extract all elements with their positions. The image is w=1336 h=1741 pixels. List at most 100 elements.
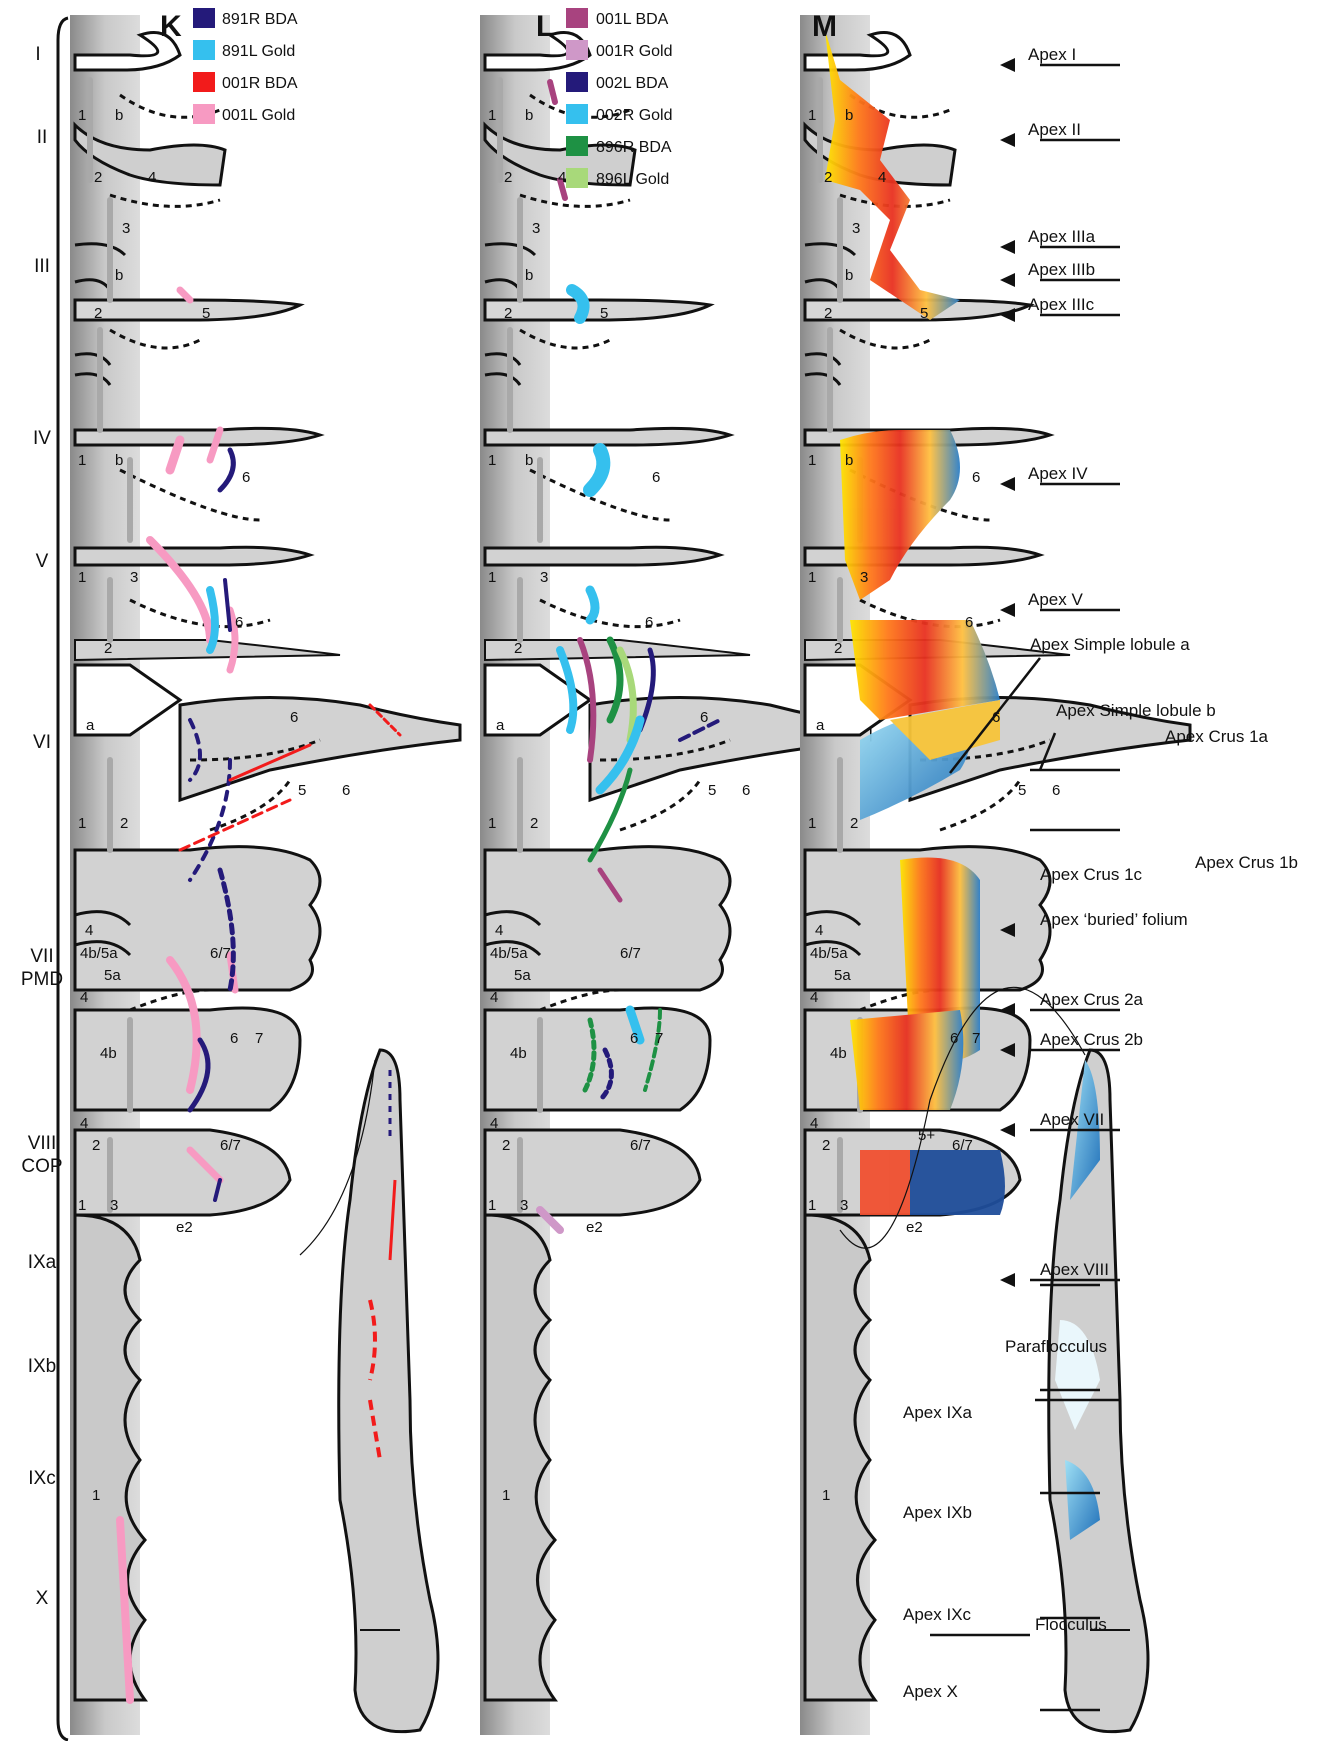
- folium-label: 1: [808, 569, 816, 586]
- legend-swatch: [193, 104, 215, 124]
- lobule-label: I: [35, 44, 40, 65]
- folium-label: 3: [130, 569, 138, 586]
- folium-label: 5: [1018, 782, 1026, 799]
- folium-label: a: [86, 717, 95, 734]
- legend-label: 001R Gold: [596, 43, 673, 60]
- folium-label: 6: [230, 1030, 238, 1047]
- folium-label: 4b/5a: [80, 945, 118, 962]
- folium-label: 6/7: [952, 1137, 973, 1154]
- folium-label: 3: [122, 220, 130, 237]
- folium-label: 1: [92, 1487, 100, 1504]
- folium-label: b: [525, 452, 533, 469]
- lobule-label: IV: [33, 428, 51, 449]
- folium-label: 5: [708, 782, 716, 799]
- apex-label: Apex X: [903, 1682, 958, 1701]
- folium-label: 2: [514, 640, 522, 657]
- folium-label: 5: [202, 305, 210, 322]
- folium-label: 7: [255, 1030, 263, 1047]
- folium-label: 7: [972, 1030, 980, 1047]
- apex-label: Apex IV: [1028, 464, 1088, 483]
- folium-label: 5+: [918, 1127, 935, 1144]
- folium-label: 1: [488, 452, 496, 469]
- folium-label: 2: [530, 815, 538, 832]
- folium-label: 4: [490, 989, 498, 1006]
- folium-label: 4b: [830, 1045, 847, 1062]
- folium-label: 4: [558, 169, 566, 186]
- folium-label: 6: [742, 782, 750, 799]
- apex-label: Apex Simple lobule b: [1056, 701, 1216, 720]
- apex-label: Apex VII: [1040, 1110, 1104, 1129]
- lobule-label: VIII: [28, 1133, 57, 1154]
- folium-label: 6: [950, 1030, 958, 1047]
- folium-label: 1: [808, 452, 816, 469]
- apex-label: Apex IIIc: [1028, 295, 1095, 314]
- apex-label: Apex IXc: [903, 1605, 972, 1624]
- apex-label: Apex Crus 1b: [1195, 853, 1298, 872]
- lobule-label: IXb: [28, 1356, 57, 1377]
- folium-label: e2: [176, 1219, 193, 1236]
- folium-label: b: [115, 107, 123, 124]
- folium-label: 3: [540, 569, 548, 586]
- panel-letter-k: K: [160, 10, 182, 43]
- apex-label: Apex I: [1028, 45, 1076, 64]
- lobule-axis: I II III IV V VI VII PMD VIII COP IXa IX…: [21, 18, 68, 1740]
- folium-label: 2: [94, 305, 102, 322]
- folium-label: 4: [810, 989, 818, 1006]
- apex-label: Apex ‘buried’ folium: [1040, 910, 1188, 929]
- folium-label: 1: [78, 815, 86, 832]
- folium-label: 2: [504, 305, 512, 322]
- apex-label: Apex Crus 2b: [1040, 1030, 1143, 1049]
- folium-label: 4b: [100, 1045, 117, 1062]
- folium-label: 5a: [104, 967, 121, 984]
- folium-label: 6: [342, 782, 350, 799]
- apex-label: Apex II: [1028, 120, 1081, 139]
- paraflocculus-flocculus-map: [300, 1050, 438, 1732]
- folium-label: 6: [290, 709, 298, 726]
- folium-label: 4: [815, 922, 823, 939]
- folium-label: b: [115, 267, 123, 284]
- folium-label: 3: [852, 220, 860, 237]
- folium-label: 6: [972, 469, 980, 486]
- apex-label: Apex IXa: [903, 1403, 973, 1422]
- legend-label: 896R BDA: [596, 139, 672, 156]
- folium-label: 4: [810, 1115, 818, 1132]
- panel-letter-l: L: [536, 10, 554, 43]
- legend-swatch: [566, 104, 588, 124]
- folium-label: 1: [808, 815, 816, 832]
- apex-label: Apex VIII: [1040, 1260, 1109, 1279]
- folium-label: 3: [840, 1197, 848, 1214]
- folium-label: 6: [645, 614, 653, 631]
- lobule-label: IXa: [28, 1252, 57, 1273]
- apex-label: Apex Crus 2a: [1040, 990, 1144, 1009]
- folium-label: 1: [488, 815, 496, 832]
- folium-label: 4: [80, 1115, 88, 1132]
- panel-k: 1 b 2 4 3 b 2 5 1 b 6 1 3 6 2 a 6 5 6 1 …: [70, 15, 460, 1735]
- folium-label: 4b/5a: [810, 945, 848, 962]
- legend-swatch: [566, 136, 588, 156]
- folium-label: 5: [600, 305, 608, 322]
- legend-label: 001R BDA: [222, 75, 298, 92]
- lobule-label: IXc: [28, 1468, 55, 1489]
- folium-label: 2: [850, 815, 858, 832]
- folium-label: 5a: [834, 967, 851, 984]
- folium-label: 1: [822, 1487, 830, 1504]
- folium-label: 1: [502, 1487, 510, 1504]
- apex-label: Apex V: [1028, 590, 1083, 609]
- folium-label: 6: [235, 614, 243, 631]
- folium-label: 2: [824, 169, 832, 186]
- folium-label: 2: [502, 1137, 510, 1154]
- folium-label: 3: [532, 220, 540, 237]
- legend-label: 001L BDA: [596, 11, 669, 28]
- folium-label: 1: [808, 1197, 816, 1214]
- folium-label: 2: [94, 169, 102, 186]
- folium-label: 4b/5a: [490, 945, 528, 962]
- legend-swatch: [566, 40, 588, 60]
- lobule-label: V: [36, 551, 49, 572]
- folium-label: 4: [495, 922, 503, 939]
- folium-label: 1: [488, 569, 496, 586]
- folium-label: 2: [92, 1137, 100, 1154]
- folium-label: a: [816, 717, 825, 734]
- folium-label: 1: [488, 107, 496, 124]
- folium-label: 1: [78, 569, 86, 586]
